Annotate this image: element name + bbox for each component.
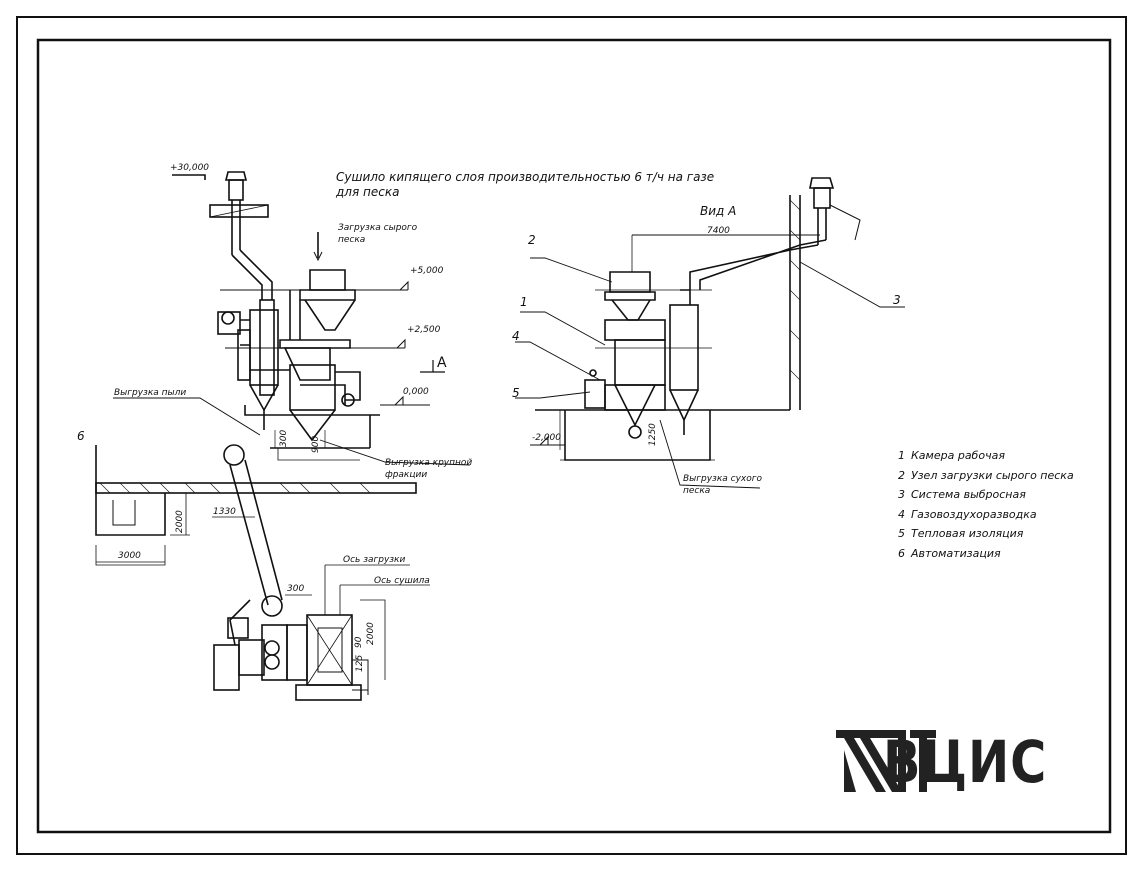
legend-item-label: Камера рабочая <box>911 449 1005 463</box>
legend-item: 2 Узел загрузки сырого песка <box>898 466 1098 486</box>
legend-item-num: 6 <box>898 546 905 560</box>
dim-300-plan: 300 <box>287 584 305 594</box>
dim-1250: 1250 <box>648 423 658 446</box>
annotation-dry-sand-unload: Выгрузка сухого песка <box>683 474 762 496</box>
elevation-top: +30,000 <box>170 163 210 173</box>
legend-item-num: 1 <box>898 449 905 463</box>
dim-7400: 7400 <box>707 226 730 236</box>
outer-frame <box>16 16 1127 855</box>
legend-item: 4 Газовоздухоразводка <box>898 505 1098 525</box>
dim-90: 90 <box>354 636 364 648</box>
dim-125: 125 <box>355 654 365 672</box>
callout-5: 5 <box>512 386 520 400</box>
drawing-title-line2: для песка <box>336 185 400 199</box>
left-elevation-view <box>113 171 471 466</box>
legend-item-label: Газовоздухоразводка <box>911 507 1037 521</box>
callout-1: 1 <box>520 295 528 309</box>
dim-3000: 3000 <box>118 551 141 561</box>
view-a-label: Вид А <box>700 204 737 218</box>
annotation-dust-unload: Выгрузка пыли <box>114 388 187 398</box>
right-view-a <box>515 177 905 489</box>
legend-item-label: Система выбросная <box>911 488 1026 502</box>
dim-2000-left: 2000 <box>175 510 185 533</box>
callout-3: 3 <box>893 293 901 307</box>
elevation-2500: +2,500 <box>407 325 441 335</box>
callout-4: 4 <box>512 329 520 343</box>
dim-300-small: 300 <box>279 429 289 447</box>
legend-item-num: 4 <box>898 507 905 521</box>
legend: 1 Камера рабочая 2 Узел загрузки сырого пе… <box>898 446 1098 563</box>
callout-2: 2 <box>528 233 536 247</box>
ntb-logo-icon <box>836 730 936 792</box>
legend-item: 6 Автоматизация <box>898 544 1098 564</box>
section-marker-a: А <box>437 355 447 371</box>
dim-1330: 1330 <box>213 507 236 517</box>
legend-item-label: Тепловая изоляция <box>911 527 1024 541</box>
legend-item-num: 2 <box>898 468 905 482</box>
elevation-0000: 0,000 <box>403 387 429 397</box>
dim-900: 900 <box>311 435 321 453</box>
annotation-dryer-axis: Ось сушила <box>374 576 430 586</box>
legend-item-label: Узел загрузки сырого песка <box>911 468 1074 482</box>
logo-text: ВЦИС <box>882 728 1048 796</box>
legend-item-label: Автоматизация <box>911 546 1001 560</box>
legend-item-num: 3 <box>898 488 905 502</box>
logo-icon-space <box>836 730 877 794</box>
callout-6: 6 <box>77 429 85 443</box>
legend-item-num: 5 <box>898 527 905 541</box>
legend-item: 1 Камера рабочая <box>898 446 1098 466</box>
elevation-minus-2000: -2,000 <box>532 433 562 443</box>
annotation-load-axis: Ось загрузки <box>343 555 406 565</box>
elevation-5000: +5,000 <box>410 266 444 276</box>
annotation-coarse-unload: Выгрузка крупной фракции <box>385 458 473 480</box>
plan-view <box>95 444 430 701</box>
dim-2000-plan: 2000 <box>366 622 376 645</box>
drawing-title-line1: Сушило кипящего слоя производительностью… <box>336 170 715 184</box>
logo: ВЦИС <box>836 728 1076 796</box>
inner-frame <box>36 38 1112 834</box>
legend-item: 5 Тепловая изоляция <box>898 524 1098 544</box>
annotation-load-raw-sand: Загрузка сырого песка <box>338 223 418 245</box>
legend-item: 3 Система выбросная <box>898 485 1098 505</box>
